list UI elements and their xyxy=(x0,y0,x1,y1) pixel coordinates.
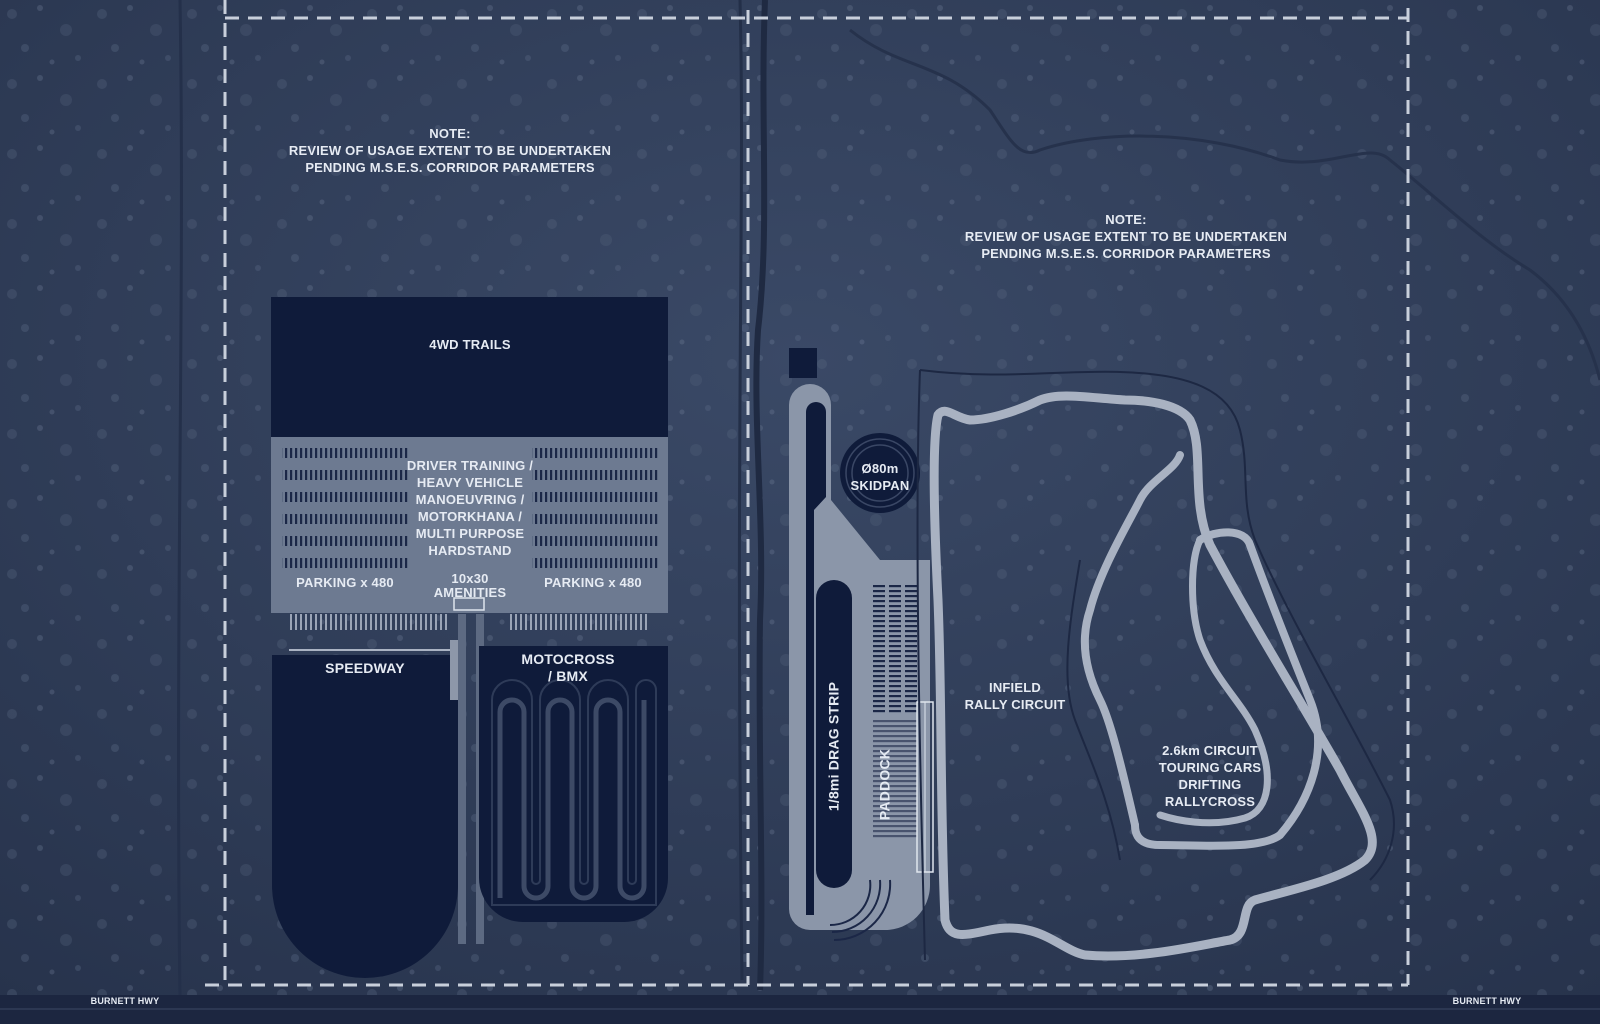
note-heading: NOTE: xyxy=(429,126,471,141)
inner-circuit-track xyxy=(1131,528,1322,850)
drag-strip-return-lane xyxy=(806,402,826,915)
paddock-stalls xyxy=(905,583,917,713)
paddock-stalls xyxy=(873,583,885,713)
paddock-stalls xyxy=(889,583,901,713)
main-circuit-track xyxy=(929,391,1377,961)
site-boundary xyxy=(205,0,1410,987)
note-east: NOTE: REVIEW OF USAGE EXTENT TO BE UNDER… xyxy=(946,211,1306,262)
drag-strip-turn xyxy=(829,879,872,927)
note-west: NOTE: REVIEW OF USAGE EXTENT TO BE UNDER… xyxy=(270,125,630,176)
rally-trail xyxy=(1066,559,1121,861)
circuit-link-track xyxy=(1080,451,1184,829)
rally-trail xyxy=(916,369,926,961)
label-parking-right: PARKING x 480 xyxy=(544,575,642,590)
access-lane xyxy=(458,614,466,944)
note-line: PENDING M.S.E.S. CORRIDOR PARAMETERS xyxy=(981,246,1271,261)
motocross-track-edge xyxy=(491,679,657,906)
label-infield-rally: INFIELD RALLY CIRCUIT xyxy=(964,680,1066,712)
inner-circuit-track xyxy=(1156,536,1271,827)
label-road-right: BURNETT HWY xyxy=(1452,996,1522,1006)
label-drag-strip: 1/8mi DRAG STRIP xyxy=(825,681,842,812)
motocross-spectator-strip xyxy=(508,614,648,630)
skidpan-ring xyxy=(851,444,909,502)
note-heading: NOTE: xyxy=(1105,212,1147,227)
drag-strip-lane xyxy=(816,580,852,888)
creek-line xyxy=(1389,158,1600,381)
note-line: PENDING M.S.E.S. CORRIDOR PARAMETERS xyxy=(305,160,595,175)
label-four-wd-trails: 4WD TRAILS xyxy=(429,337,511,352)
drag-strip-turn xyxy=(833,879,892,942)
skidpan-ring xyxy=(845,438,915,508)
note-line: REVIEW OF USAGE EXTENT TO BE UNDERTAKEN xyxy=(288,143,612,158)
drag-strip-runoff xyxy=(789,348,817,378)
hardstand-area xyxy=(271,437,668,613)
parking-stalls-right xyxy=(532,448,658,568)
four-wd-trails-area xyxy=(271,297,668,437)
drainage-channel xyxy=(177,0,183,1001)
speedway-access xyxy=(450,640,458,700)
label-parking-left: PARKING x 480 xyxy=(296,575,394,590)
parking-stalls-left xyxy=(282,448,408,568)
creek-line xyxy=(849,28,1392,164)
amenities-block xyxy=(453,597,485,611)
label-motocross: MOTOCROSS / BMX xyxy=(521,651,615,684)
label-hardstand: DRIVER TRAINING / HEAVY VEHICLE MANOEUVR… xyxy=(406,458,534,558)
label-speedway: SPEEDWAY xyxy=(325,660,405,676)
speedway-spectator-strip xyxy=(289,614,449,630)
label-circuit: 2.6km CIRCUIT TOURING CARS DRIFTING RALL… xyxy=(1158,743,1262,809)
motocross-track xyxy=(497,697,647,901)
label-road-left: BURNETT HWY xyxy=(90,996,160,1006)
note-line: REVIEW OF USAGE EXTENT TO BE UNDERTAKEN xyxy=(964,229,1288,244)
drainage-channel xyxy=(753,0,768,991)
drainage-channel xyxy=(737,0,744,981)
label-amenities: 10x30 AMENITIES xyxy=(433,571,507,600)
rally-trail xyxy=(919,369,1395,881)
speedway-area xyxy=(272,655,458,978)
paddock-stalls xyxy=(873,720,917,840)
label-paddock: PADDOCK xyxy=(876,748,893,821)
drag-strip-turn xyxy=(831,879,882,934)
label-skidpan: Ø80m SKIDPAN xyxy=(850,461,910,493)
